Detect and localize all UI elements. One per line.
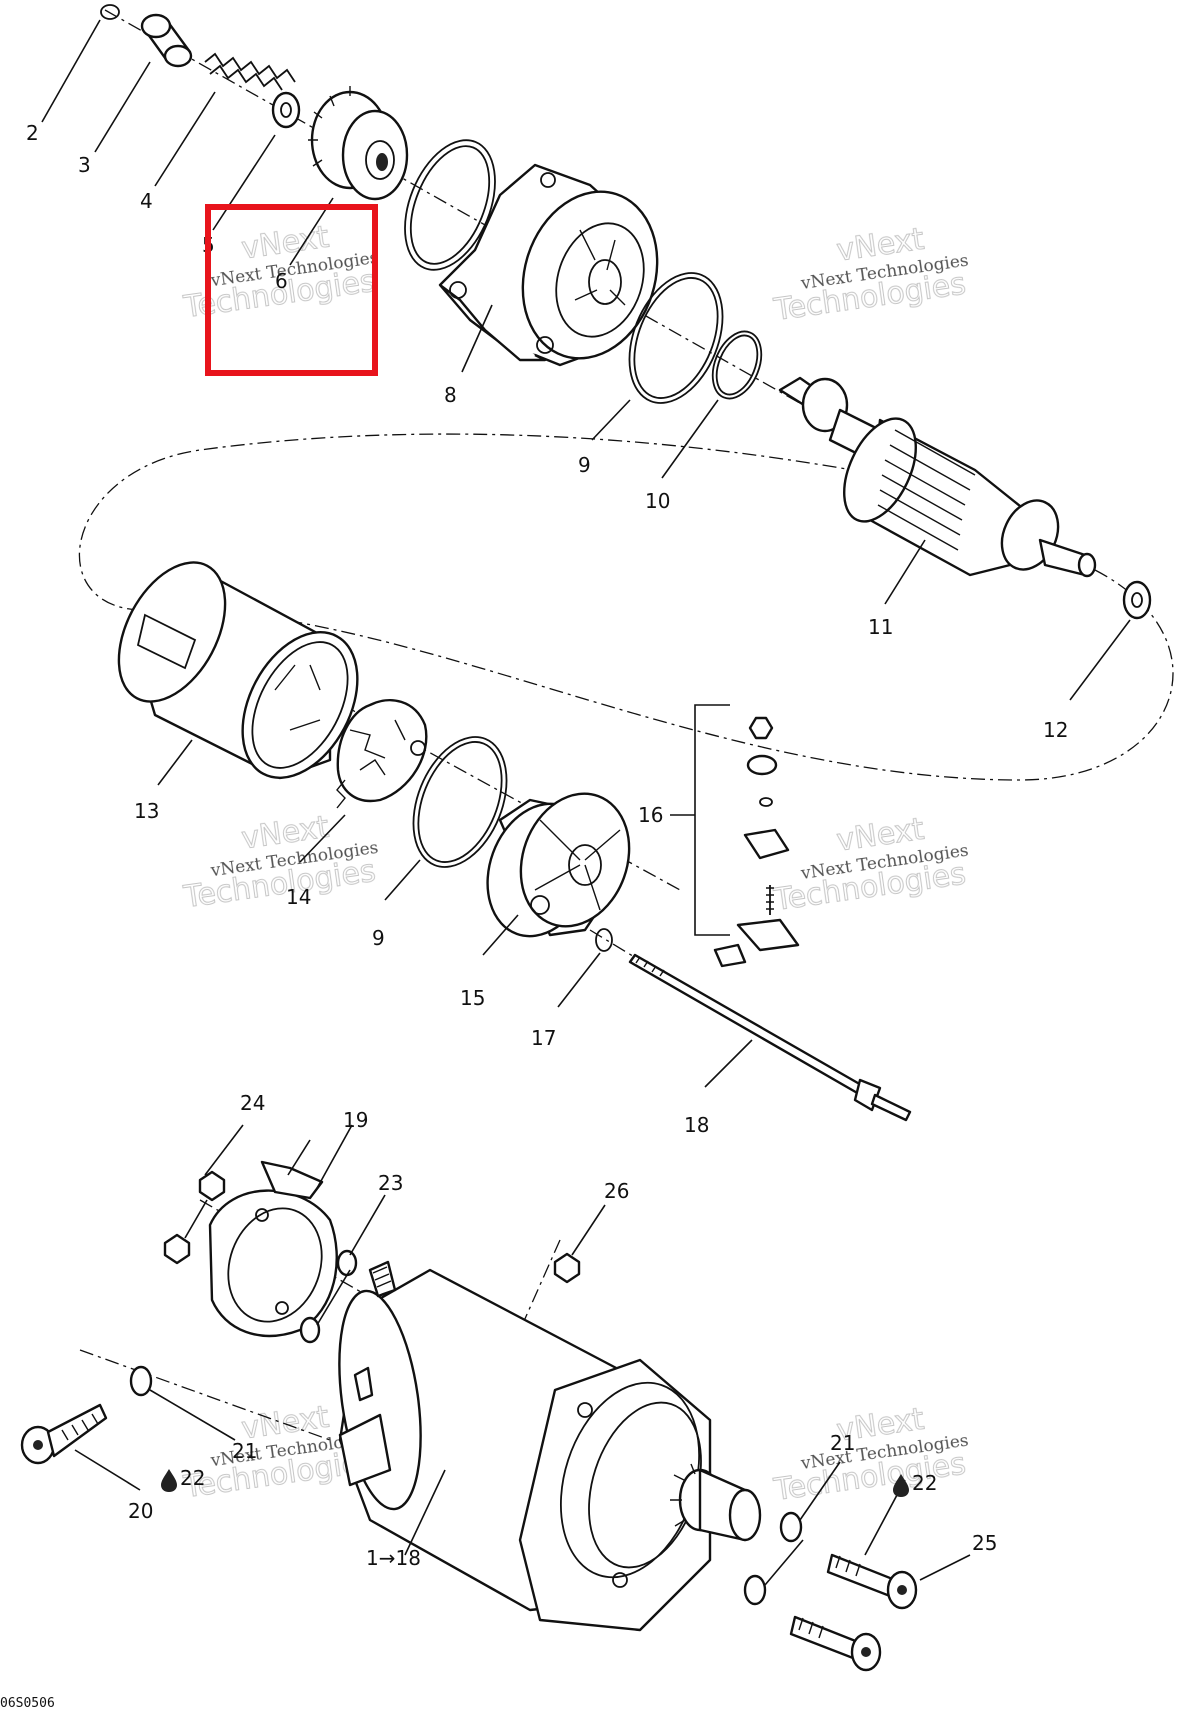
nut-part-24b xyxy=(163,1233,191,1265)
nut-axis-line xyxy=(519,1239,561,1331)
insulator-16 xyxy=(743,828,790,860)
o-ring-part-7-inner xyxy=(409,145,491,265)
o-ring-part-9b xyxy=(412,736,508,868)
callout-9: 9 xyxy=(372,926,385,950)
starter-assembly xyxy=(338,1260,762,1632)
lower-left-axis-line xyxy=(79,1349,331,1441)
lock-washer-16 xyxy=(746,754,778,776)
washer-part-21b xyxy=(779,1511,803,1543)
bolt-part-25b xyxy=(789,1615,882,1672)
callout-21: 21 xyxy=(830,1431,855,1455)
end-cover-part-15 xyxy=(486,792,631,938)
washer-part-21c xyxy=(743,1574,767,1606)
washer-part-17 xyxy=(595,928,613,952)
washer-part-5 xyxy=(271,91,301,129)
callout-2: 2 xyxy=(26,121,39,145)
callout-4: 4 xyxy=(140,189,153,213)
callout-1-to-18: 1→18 xyxy=(366,1546,421,1570)
leader-lines xyxy=(41,19,1131,1586)
brush-terminal-16 xyxy=(736,918,800,952)
small-washer-16 xyxy=(759,797,773,807)
callout-8: 8 xyxy=(444,383,457,407)
callout-25: 25 xyxy=(972,1531,997,1555)
callout-6: 6 xyxy=(275,269,288,293)
o-ring-part-7 xyxy=(404,139,496,271)
callout-22: 22 xyxy=(912,1471,937,1495)
o-ring-part-9 xyxy=(628,272,724,404)
callout-26: 26 xyxy=(604,1179,629,1203)
highlight-box-part-6 xyxy=(205,204,378,376)
brush-kit-bracket xyxy=(694,704,730,936)
callout-labels: 2 3 4 5 6 8 9 10 11 12 13 14 9 15 16 17 … xyxy=(26,121,1068,1570)
brush-16 xyxy=(713,943,747,968)
circlip-part-2 xyxy=(100,4,120,20)
nut-part-26 xyxy=(553,1252,581,1284)
callout-19: 19 xyxy=(343,1108,368,1132)
spring-part-4 xyxy=(204,52,296,91)
callout-20: 20 xyxy=(128,1499,153,1523)
oil-drop-icon xyxy=(161,1469,177,1492)
oil-drop-icon xyxy=(893,1474,909,1497)
brush-plate-part-14 xyxy=(336,698,428,809)
brush-kit-part-16 xyxy=(670,704,800,968)
bracket-part-19 xyxy=(208,1160,338,1338)
drawing-code: 06S0506 xyxy=(0,1696,55,1711)
washer-part-23a xyxy=(336,1249,358,1277)
callout-13: 13 xyxy=(134,799,159,823)
bolt-part-20 xyxy=(20,1403,108,1465)
washer-part-23b xyxy=(299,1316,321,1344)
bolt-part-25a xyxy=(826,1553,918,1610)
nut-16 xyxy=(748,716,774,740)
callout-3: 3 xyxy=(78,153,91,177)
armature-part-11 xyxy=(778,376,1097,578)
callout-14: 14 xyxy=(286,885,311,909)
callout-17: 17 xyxy=(531,1026,556,1050)
nut-part-24a xyxy=(198,1170,226,1202)
callout-23: 23 xyxy=(378,1171,403,1195)
callout-16: 16 xyxy=(638,803,663,827)
callout-22: 22 xyxy=(180,1466,205,1490)
callout-24: 24 xyxy=(240,1091,265,1115)
yoke-housing-part-13 xyxy=(117,561,359,780)
callout-21: 21 xyxy=(232,1439,257,1463)
callout-15: 15 xyxy=(460,986,485,1010)
bushing-part-3 xyxy=(140,13,193,68)
drive-pinion-part-6 xyxy=(308,86,409,201)
callout-10: 10 xyxy=(645,489,670,513)
drive-housing-part-8 xyxy=(438,163,659,367)
o-ring-part-10 xyxy=(711,330,763,400)
callout-11: 11 xyxy=(868,615,893,639)
callout-12: 12 xyxy=(1043,718,1068,742)
callout-18: 18 xyxy=(684,1113,709,1137)
washer-part-21a xyxy=(129,1365,153,1397)
through-bolt-part-18 xyxy=(628,953,912,1122)
callout-9: 9 xyxy=(578,453,591,477)
washer-part-12 xyxy=(1122,580,1152,620)
